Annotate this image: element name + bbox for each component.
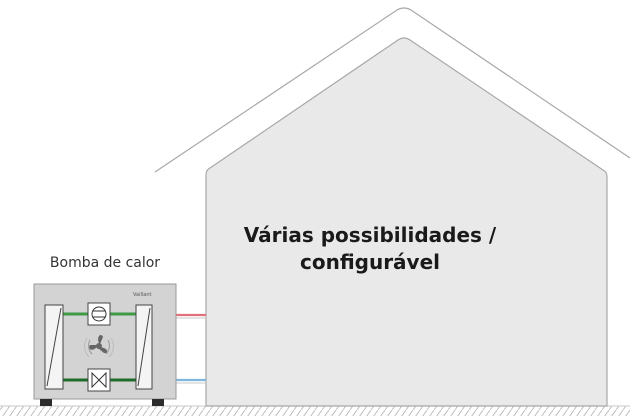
heat-pump-label: Bomba de calor	[49, 255, 161, 271]
house-roof-outline	[154, 7, 630, 173]
unit-foot-left	[40, 399, 52, 406]
condenser-diagonal	[137, 307, 151, 387]
heat-pump-unit	[33, 283, 177, 406]
expansion-valve-icon	[87, 368, 111, 392]
ground-hatch	[0, 406, 630, 416]
house-body	[205, 37, 608, 407]
compressor-icon	[87, 302, 111, 326]
brand-logo-text: Vaillant	[133, 292, 152, 298]
house-label-line-1: Várias possibilidades /	[243, 223, 497, 247]
unit-foot-right	[152, 399, 164, 406]
house-label: Várias possibilidades / configurável	[225, 222, 515, 276]
fan-icon	[84, 334, 114, 358]
evaporator-diagonal	[46, 307, 62, 387]
house-label-line-2: configurável	[299, 250, 441, 274]
